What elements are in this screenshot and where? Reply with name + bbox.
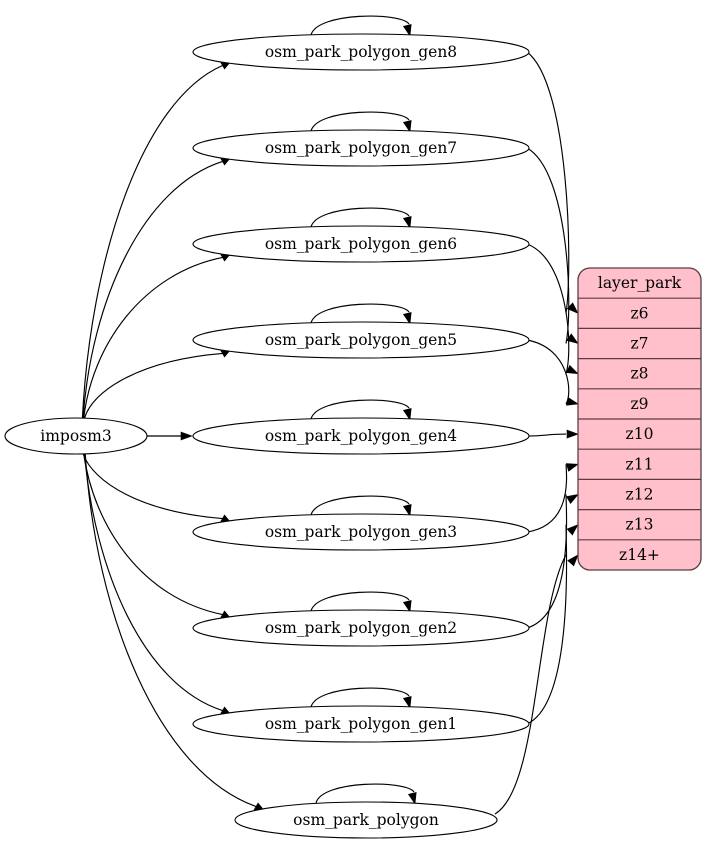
table-row-z9[interactable]: z9 xyxy=(630,395,648,413)
self-loop-arrow-gen8 xyxy=(402,23,412,37)
table-row-z10[interactable]: z10 xyxy=(626,425,654,443)
self-loop-arrow-gen2 xyxy=(402,599,412,613)
edge-gen5-to-z9 xyxy=(526,339,570,405)
self-loop-gen3 xyxy=(310,495,410,516)
node-label-gen5: osm_park_polygon_gen5 xyxy=(265,331,457,349)
self-loop-base xyxy=(315,783,415,804)
node-gen1[interactable] xyxy=(192,705,530,743)
self-loop-arrow-gen6 xyxy=(402,215,412,229)
self-loop-gen6 xyxy=(310,207,410,228)
node-label-gen6: osm_park_polygon_gen6 xyxy=(265,235,457,253)
process-nodes-group: osm_park_polygon_gen8 osm_park_polygon_ge… xyxy=(192,33,530,839)
edge-base-to-z14plus xyxy=(494,554,567,815)
self-loop-gen8 xyxy=(310,15,410,36)
table-edges-group xyxy=(494,51,579,815)
edge-gen2-to-z12 xyxy=(526,494,568,629)
self-loop-gen5 xyxy=(310,303,410,324)
edge-imposm3-to-gen7 xyxy=(82,160,223,420)
edge-gen7-to-z7 xyxy=(526,147,570,344)
node-base[interactable] xyxy=(234,801,498,839)
edge-gen8-to-z6 xyxy=(526,51,570,314)
layer-park-header-label: layer_park xyxy=(598,274,682,292)
edge-gen6-to-z8 xyxy=(526,243,570,374)
edge-arrow-gen6-table xyxy=(565,364,579,375)
self-loop-arrow-gen3 xyxy=(402,503,412,517)
edge-arrow-gen4-table xyxy=(566,429,579,439)
source-node-group: imposm3 xyxy=(4,417,148,455)
node-label-gen8: osm_park_polygon_gen8 xyxy=(265,43,457,61)
edge-gen3-to-z11 xyxy=(526,464,568,533)
self-loop-arrow-gen5 xyxy=(402,311,412,325)
self-loop-gen7 xyxy=(310,111,410,132)
edge-arrow-imposm3-gen4 xyxy=(180,431,193,441)
node-gen7[interactable] xyxy=(192,129,530,167)
node-gen8[interactable] xyxy=(192,33,530,71)
edge-imposm3-to-gen5 xyxy=(83,352,223,420)
node-gen2[interactable] xyxy=(192,609,530,647)
node-gen3[interactable] xyxy=(192,513,530,551)
edge-imposm3-to-base xyxy=(84,452,257,808)
edge-arrow-gen1-table xyxy=(566,524,579,536)
self-loop-arrow-gen4 xyxy=(402,407,412,421)
edge-imposm3-to-gen3 xyxy=(82,452,223,520)
self-loop-gen4 xyxy=(310,399,410,420)
edge-arrow-gen5-table xyxy=(565,397,579,406)
self-loop-arrow-base xyxy=(407,791,417,805)
table-row-z7[interactable]: z7 xyxy=(630,335,648,353)
node-gen6[interactable] xyxy=(192,225,530,263)
self-loop-gen2 xyxy=(310,591,410,612)
edge-gen1-to-z13 xyxy=(526,524,568,725)
edge-arrow-gen2-table xyxy=(566,494,579,505)
node-label-imposm3: imposm3 xyxy=(40,427,111,445)
node-label-gen7: osm_park_polygon_gen7 xyxy=(265,139,457,157)
node-label-gen4: osm_park_polygon_gen4 xyxy=(265,427,457,445)
self-loop-gen1 xyxy=(310,687,410,708)
node-gen5[interactable] xyxy=(192,321,530,359)
table-row-z13[interactable]: z13 xyxy=(626,516,654,534)
node-imposm3[interactable] xyxy=(4,417,148,455)
edge-arrow-gen8-table xyxy=(566,302,579,314)
edge-imposm3-to-gen2 xyxy=(83,452,223,616)
edge-arrow-base-table xyxy=(567,554,579,567)
edge-gen4-to-z10 xyxy=(526,433,567,437)
edge-arrow-gen3-table xyxy=(565,463,579,472)
node-label-base: osm_park_polygon xyxy=(293,811,439,829)
table-row-z12[interactable]: z12 xyxy=(626,486,654,504)
layer-park-table-group: layer_park z6 z7 z8 z9 z10 z11 z12 z13 z14+ xyxy=(577,267,702,571)
self-loop-arrow-gen7 xyxy=(402,119,412,133)
node-gen4[interactable] xyxy=(192,417,530,455)
table-row-z11[interactable]: z11 xyxy=(626,455,654,473)
table-row-z8[interactable]: z8 xyxy=(630,365,648,383)
node-label-gen3: osm_park_polygon_gen3 xyxy=(265,523,457,541)
self-loop-arrow-gen1 xyxy=(402,695,412,709)
edge-imposm3-to-gen1 xyxy=(83,452,223,712)
node-label-gen1: osm_park_polygon_gen1 xyxy=(265,715,457,733)
self-loop-edges-group xyxy=(310,15,417,805)
table-row-z14plus[interactable]: z14+ xyxy=(619,546,660,564)
edge-imposm3-to-gen8 xyxy=(81,64,223,420)
edge-imposm3-to-gen6 xyxy=(83,256,223,420)
node-label-gen2: osm_park_polygon_gen2 xyxy=(265,619,457,637)
table-row-z6[interactable]: z6 xyxy=(630,304,648,322)
